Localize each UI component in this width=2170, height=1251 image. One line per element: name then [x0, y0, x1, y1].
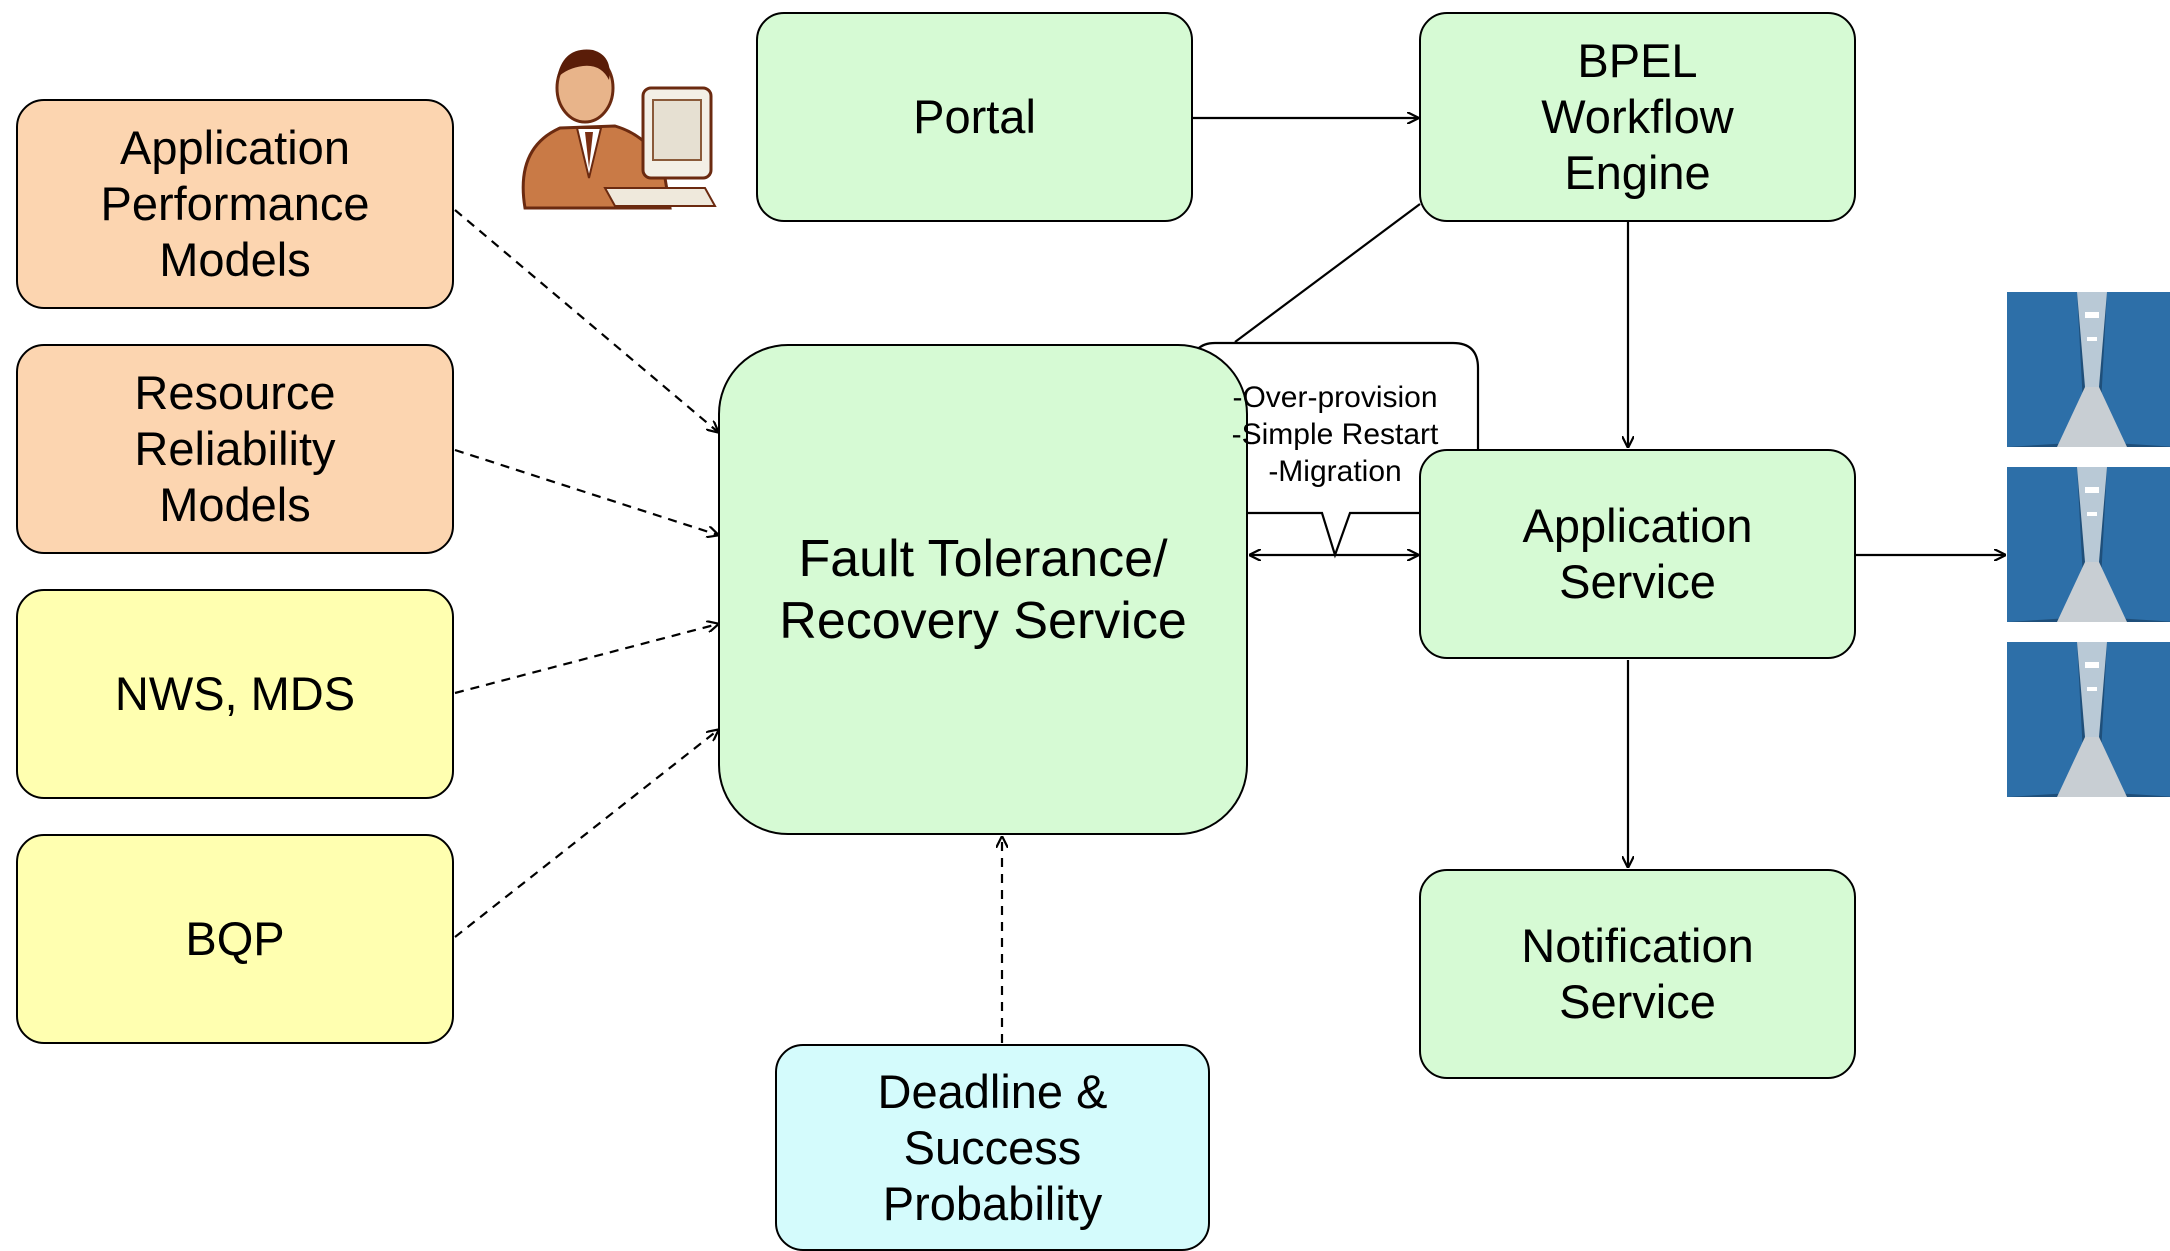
node-resource-reliability-models: Resource Reliability Models [16, 344, 454, 554]
server-room-icon [2007, 292, 2170, 447]
callout-text: -Over-provision -Simple Restart -Migrati… [1231, 381, 1439, 488]
node-bqp: BQP [16, 834, 454, 1044]
node-label: Deadline & Success Probability [877, 1064, 1108, 1230]
server-room-icon [2007, 642, 2170, 797]
node-application-performance-models: Application Performance Models [16, 99, 454, 309]
node-label: Notification Service [1521, 919, 1754, 1028]
node-fault-tolerance-recovery-service: Fault Tolerance/ Recovery Service [718, 344, 1248, 835]
edge-app-perf-to-fault [454, 209, 718, 432]
node-deadline-success-probability: Deadline & Success Probability [775, 1044, 1210, 1251]
person-at-computer-icon [521, 49, 717, 210]
edge-res-rel-to-fault [454, 448, 718, 535]
edge-bpel-to-fault [1234, 203, 1421, 343]
edge-bqp-to-fault [454, 730, 718, 938]
node-application-service: Application Service [1419, 449, 1856, 659]
node-label: Resource Reliability Models [134, 366, 336, 531]
node-portal: Portal [756, 12, 1193, 222]
node-label: Application Service [1522, 499, 1753, 608]
node-label: Portal [913, 90, 1036, 143]
node-bpel-workflow-engine: BPEL Workflow Engine [1419, 12, 1856, 222]
node-label: NWS, MDS [114, 667, 356, 720]
node-label: BPEL Workflow Engine [1541, 34, 1734, 199]
node-label: Fault Tolerance/ Recovery Service [779, 529, 1187, 650]
edge-nws-to-fault [454, 624, 718, 695]
node-label: BQP [185, 912, 285, 965]
server-room-icon [2007, 467, 2170, 622]
node-label: Application Performance Models [100, 121, 370, 286]
node-notification-service: Notification Service [1419, 869, 1856, 1079]
node-nws-mds: NWS, MDS [16, 589, 454, 799]
